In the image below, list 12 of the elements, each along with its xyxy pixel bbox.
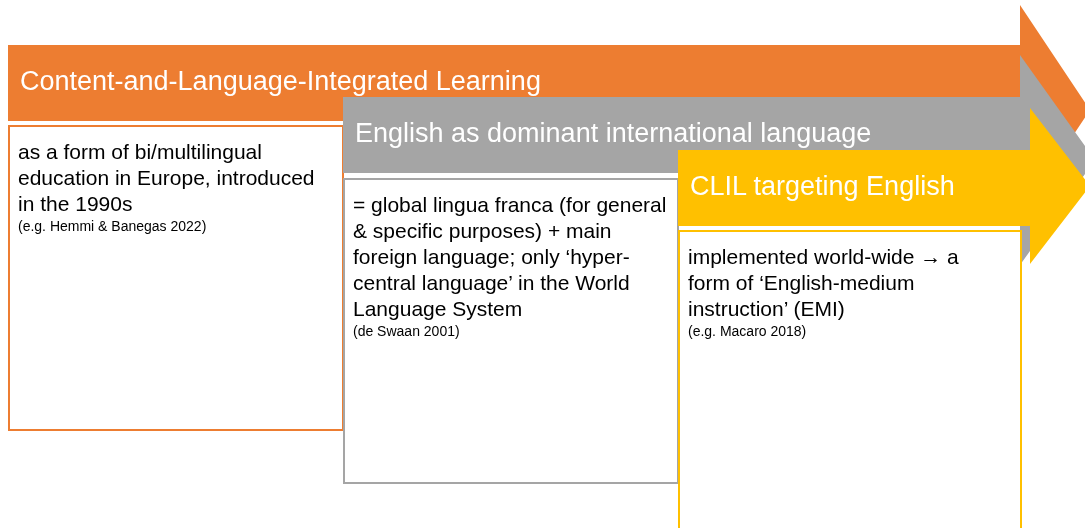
citation-text: (e.g. Hemmi & Banegas 2022) xyxy=(18,217,208,235)
band-heading: Content-and-Language-Integrated Learning xyxy=(20,68,541,95)
band-heading: CLIL targeting English xyxy=(690,173,955,200)
text-card xyxy=(678,230,1022,528)
citation-text: (e.g. Macaro 2018) xyxy=(688,322,808,340)
text-card xyxy=(343,178,679,484)
band-heading: English as dominant international language xyxy=(355,120,872,147)
description-text: as a form of bi/multilingual education in Europe, introduced in the 1990s xyxy=(18,139,316,217)
description-text: = global lingua franca (for general & specific purposes) + main foreign language; only ‘hyper-central language’ in the World Language System xyxy=(353,192,668,322)
text-card xyxy=(8,125,344,431)
description-text: implemented world-wide → a form of ‘English-medium instruction’ (EMI) xyxy=(688,244,960,322)
citation-text: (de Swaan 2001) xyxy=(353,322,461,340)
